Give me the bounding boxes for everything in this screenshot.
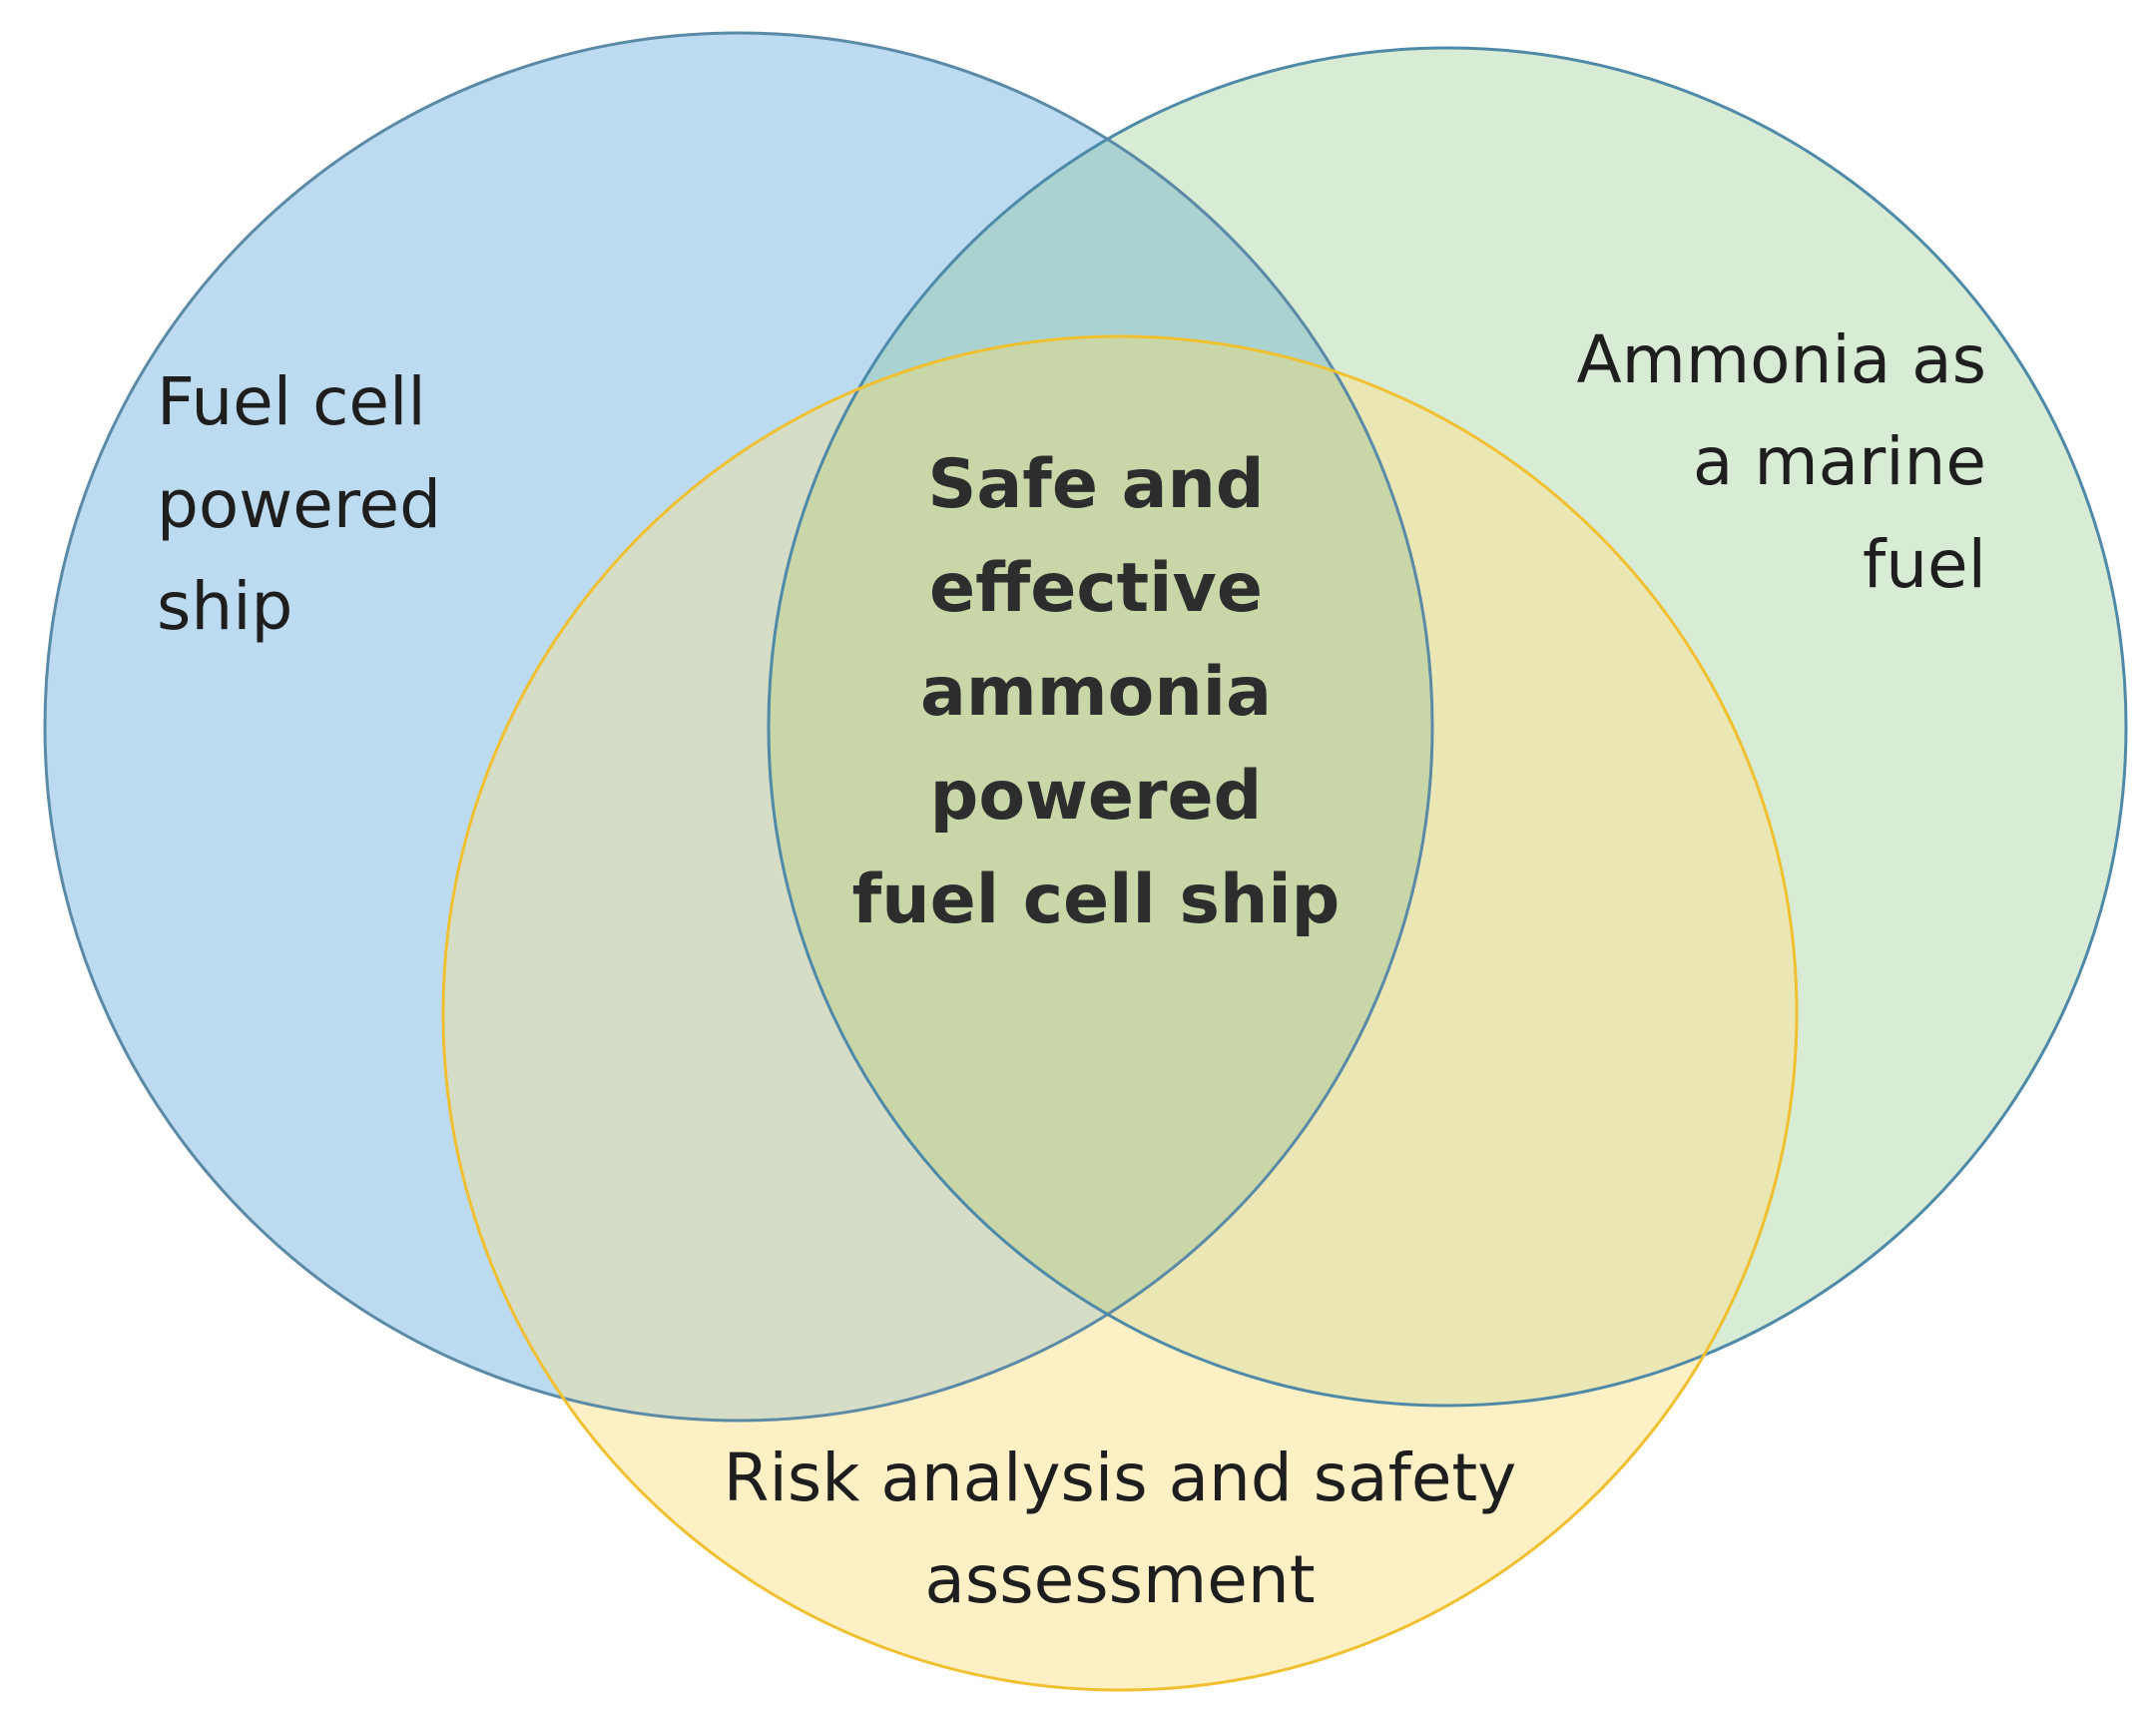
intersection-label-line-3: ammonia bbox=[920, 653, 1272, 732]
ammonia-label-line-2: a marine bbox=[1693, 423, 1986, 500]
fuel-cell-set-label: Fuel cell powered ship bbox=[157, 363, 441, 645]
fuel-cell-label-line-1: Fuel cell bbox=[157, 363, 426, 440]
intersection-label-line-2: effective bbox=[929, 549, 1263, 628]
fuel-cell-label-line-2: powered bbox=[157, 466, 441, 543]
fuel-cell-label-line-3: ship bbox=[157, 568, 292, 645]
risk-label-line-2: assessment bbox=[924, 1541, 1315, 1618]
ammonia-label-line-3: fuel bbox=[1863, 526, 1986, 603]
intersection-label-line-4: powered bbox=[930, 757, 1263, 836]
intersection-label: Safe and effective ammonia powered fuel … bbox=[852, 445, 1341, 939]
risk-set-outline bbox=[441, 334, 1799, 1692]
fuel-cell-set-outline bbox=[43, 31, 1434, 1423]
risk-label-line-1: Risk analysis and safety bbox=[724, 1439, 1517, 1516]
risk-set-label: Risk analysis and safety assessment bbox=[724, 1439, 1517, 1618]
ammonia-label-line-1: Ammonia as bbox=[1576, 321, 1986, 398]
intersection-label-line-1: Safe and bbox=[927, 445, 1264, 524]
ammonia-set-outline bbox=[767, 46, 2128, 1408]
ammonia-set-label: Ammonia as a marine fuel bbox=[1576, 321, 1986, 603]
intersection-label-line-5: fuel cell ship bbox=[852, 860, 1341, 939]
